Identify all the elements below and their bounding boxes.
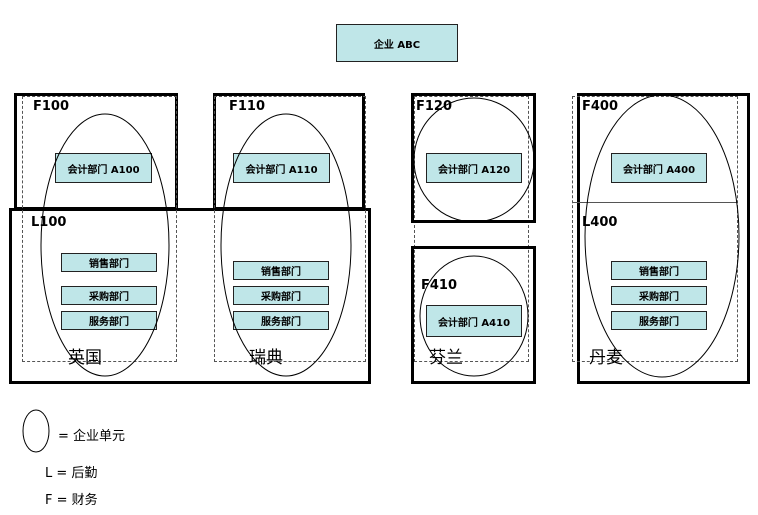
f400-l400-divider	[573, 202, 738, 203]
country-finland: 芬兰	[429, 348, 463, 368]
sweden-sales-dept: 销售部门	[233, 261, 329, 280]
country-sweden: 瑞典	[249, 348, 283, 368]
sweden-purchasing-dept: 采购部门	[233, 286, 329, 305]
legend-logistics: L = 后勤	[45, 466, 98, 481]
f120-dept: 会计部门 A120	[426, 153, 522, 183]
legend-ellipse	[22, 409, 50, 453]
f120-code: F120	[416, 99, 453, 114]
f100-dept: 会计部门 A100	[55, 153, 152, 183]
country-uk: 英国	[68, 348, 102, 368]
sweden-service-dept: 服务部门	[233, 311, 329, 330]
denmark-box	[577, 93, 750, 384]
company-box: 企业 ABC	[336, 24, 458, 62]
sweden-dashed-area	[214, 96, 366, 362]
f410-box	[411, 246, 536, 384]
f400-code: F400	[582, 99, 619, 114]
legend-finance: F = 财务	[45, 493, 98, 508]
l100-code: L100	[31, 215, 67, 230]
l400-code: L400	[582, 215, 618, 230]
uk-sales-dept: 销售部门	[61, 253, 157, 272]
f110-dept: 会计部门 A110	[233, 153, 330, 183]
dk-sales-dept: 销售部门	[611, 261, 707, 280]
dk-service-dept: 服务部门	[611, 311, 707, 330]
uk-service-dept: 服务部门	[61, 311, 157, 330]
f110-code: F110	[229, 99, 266, 114]
f400-dept: 会计部门 A400	[611, 153, 707, 183]
dk-purchasing-dept: 采购部门	[611, 286, 707, 305]
legend-ellipse-label: = 企业单元	[58, 429, 126, 444]
f100-code: F100	[33, 99, 70, 114]
l100-box	[9, 208, 371, 384]
f410-ellipse	[419, 255, 529, 377]
denmark-ellipse	[584, 94, 740, 378]
sweden-ellipse	[220, 113, 352, 377]
uk-dashed-area	[22, 96, 177, 362]
uk-purchasing-dept: 采购部门	[61, 286, 157, 305]
uk-ellipse	[40, 113, 170, 377]
f120-ellipse	[413, 97, 535, 223]
denmark-dashed-area	[572, 96, 738, 362]
finland-dashed-area	[414, 96, 529, 362]
f410-dept: 会计部门 A410	[426, 305, 522, 337]
country-denmark: 丹麦	[589, 348, 623, 368]
